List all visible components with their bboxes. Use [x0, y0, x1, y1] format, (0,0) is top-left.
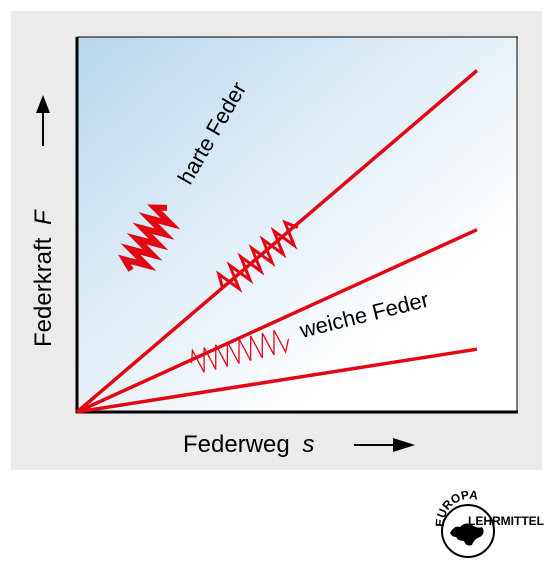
series-line-medium: [76, 228, 478, 414]
x-axis-arrowhead-icon: [393, 438, 415, 452]
logo-side-text: LEHRMITTEL: [468, 514, 544, 528]
globe-icon: [441, 504, 495, 558]
svg-text:Federkraft F: Federkraft F: [30, 209, 57, 347]
x-axis-label-symbol: s: [302, 431, 314, 458]
europa-lehrmittel-logo: EUROPA LEHRMITTEL: [433, 488, 544, 558]
x-axis-label-text: Federweg: [183, 431, 290, 458]
y-axis-label-symbol: F: [30, 209, 57, 225]
globe-continent-shape: [450, 523, 484, 546]
x-axis-label: Federweg s: [183, 431, 314, 458]
hard-spring-icon: [118, 204, 181, 272]
soft-spring-icon: [190, 329, 290, 373]
y-axis-label: Federkraft F: [30, 209, 57, 347]
series-line-soft: [76, 347, 478, 414]
y-axis-arrowhead-icon: [36, 95, 50, 113]
medium-spring-icon: [216, 219, 299, 293]
y-axis-label-text: Federkraft: [30, 237, 57, 347]
